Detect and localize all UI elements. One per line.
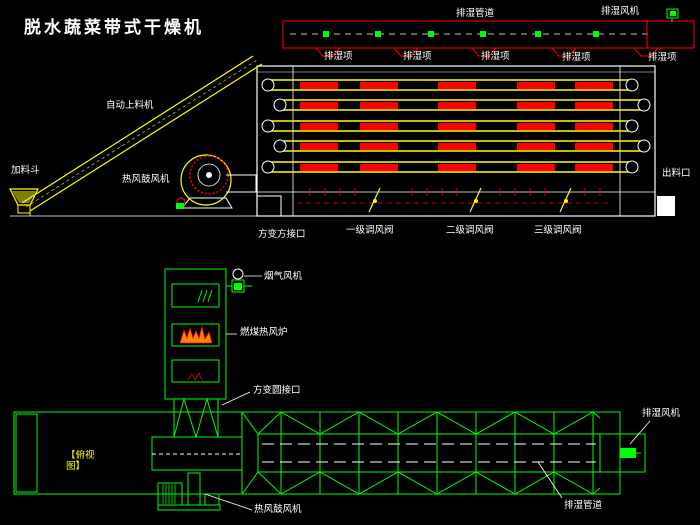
label-exhaust-pipe-bottom: 排湿管道	[564, 499, 603, 511]
label-damper-1: 一级调风阀	[346, 224, 394, 236]
label-hot-air-fan-bottom: 热风鼓风机	[254, 503, 302, 515]
label-square-adapter: 方变方接口	[258, 228, 306, 240]
label-damper-2: 二级调风阀	[446, 224, 494, 236]
coal-furnace-tower	[164, 268, 227, 400]
label-hopper: 加料斗	[11, 164, 40, 176]
outlet-box	[657, 196, 675, 216]
label-outlet: 出料口	[662, 167, 691, 179]
label-hot-air-fan-top: 热风鼓风机	[122, 173, 170, 185]
label-square-round-adapter: 方变圆接口	[253, 384, 301, 396]
label-exhaust-top-1: 排湿项	[324, 50, 353, 62]
label-damper-3: 三级调风阀	[534, 224, 582, 236]
heater-blocks	[300, 82, 613, 171]
label-exhaust-fan-top: 排湿风机	[601, 5, 640, 17]
exhaust-pipe-duct	[282, 20, 695, 49]
transition-duct	[173, 397, 219, 439]
label-coal-furnace: 燃煤热风炉	[240, 326, 288, 338]
label-flue-fan: 烟气风机	[264, 270, 303, 282]
view-name-wrapper: 【俯视图】	[66, 450, 95, 472]
label-exhaust-fan-bottom: 排湿风机	[642, 407, 681, 419]
label-auto-feeder: 自动上料机	[106, 99, 154, 111]
label-exhaust-top-2: 排湿项	[403, 50, 432, 62]
exhaust-fan-top-icon	[666, 8, 679, 22]
label-exhaust-top-4: 排湿项	[562, 51, 591, 63]
inner-exhaust-duct	[257, 411, 601, 495]
conveyor-belts	[268, 79, 644, 173]
exhaust-fan-plan	[599, 420, 651, 473]
square-adapter-box	[256, 195, 282, 217]
label-exhaust-pipe: 排湿管道	[456, 7, 495, 19]
view-name: 【俯视图】	[66, 450, 95, 472]
furnace-fire-icon	[179, 325, 213, 344]
label-exhaust-top-5: 排湿项	[648, 51, 677, 63]
exhaust-hoods	[315, 47, 659, 57]
label-exhaust-top-3: 排湿项	[481, 50, 510, 62]
hot-air-fan-plan	[157, 472, 221, 511]
side-view-diagram: 排湿管道 排湿风机 排湿项 排湿项 排湿项 排湿项 排湿项	[9, 5, 695, 240]
air-duct-zone	[297, 187, 612, 213]
hopper	[9, 188, 39, 214]
flue-gas-fan-icon	[226, 268, 262, 293]
page-title: 脱水蔬菜带式干燥机	[24, 17, 204, 38]
top-view-diagram: 烟气风机 燃煤热风炉 方变圆接口	[13, 268, 681, 515]
belt-rollers	[261, 78, 651, 174]
hot-air-fan-side	[176, 154, 257, 209]
